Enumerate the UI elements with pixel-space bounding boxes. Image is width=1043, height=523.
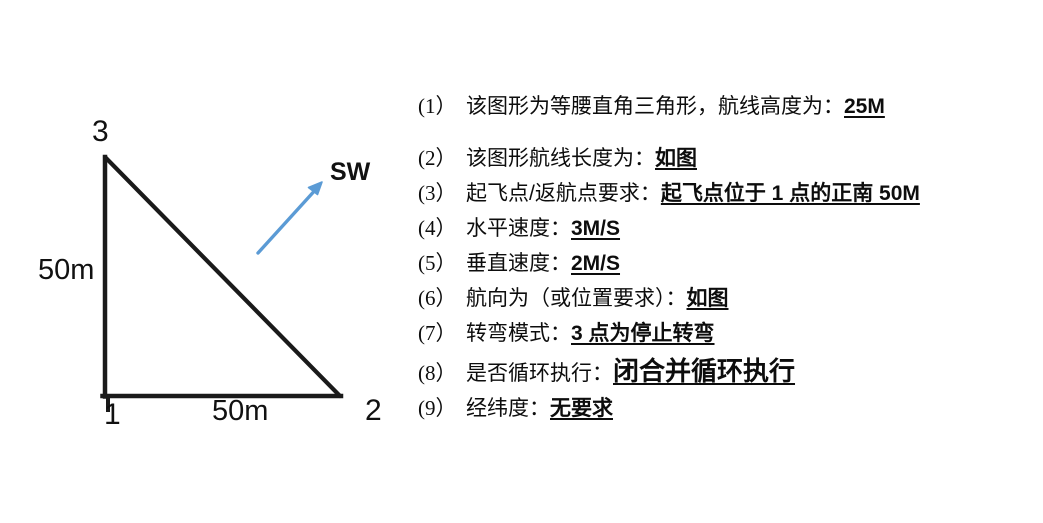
spec-item-label: 水平速度：	[466, 217, 571, 240]
spec-item-body: 经纬度：无要求	[466, 398, 613, 419]
spec-item-value: 25M	[844, 95, 885, 118]
spec-item-2: (2） 该图形航线长度为：如图	[418, 146, 1033, 170]
spec-item-body: 起飞点/返航点要求：起飞点位于 1 点的正南 50M	[466, 183, 920, 204]
spec-item-number: (4）	[418, 216, 457, 240]
spec-item-body: 水平速度：3M/S	[466, 218, 620, 239]
spec-item-number: (9）	[418, 396, 457, 420]
spec-item-number: (7）	[418, 321, 457, 345]
spec-item-value: 闭合并循环执行	[613, 356, 796, 386]
spec-item-label: 航向为（或位置要求）：	[466, 287, 687, 310]
spec-item-number: (6）	[418, 286, 457, 310]
specification-list: (1）该图形为等腰直角三角形，航线高度为：25M(2）该图形航线长度为：如图(3…	[418, 96, 1033, 433]
spec-item-label: 该图形为等腰直角三角形，航线高度为：	[466, 95, 844, 118]
spec-item-label: 经纬度：	[466, 397, 550, 420]
vertex-label-3: 3	[92, 115, 109, 148]
spec-item-body: 是否循环执行：闭合并循环执行	[466, 358, 795, 384]
spec-item-9: (9） 经纬度：无要求	[418, 396, 1033, 420]
direction-label: SW	[330, 158, 371, 186]
spec-item-number: (5）	[418, 251, 457, 275]
spec-item-value: 3M/S	[571, 217, 621, 240]
spec-item-label: 垂直速度：	[466, 252, 571, 275]
spec-item-label: 该图形航线长度为：	[466, 147, 655, 170]
spec-item-value: 如图	[655, 147, 697, 170]
vertex-label-1: 1	[104, 398, 121, 431]
edge-length-vertical: 50m	[38, 254, 95, 286]
spec-item-4: (4） 水平速度：3M/S	[418, 216, 1033, 240]
route-diagram: 3 1 2 50m 50m SW	[0, 90, 410, 450]
spec-item-body: 该图形为等腰直角三角形，航线高度为：25M	[466, 96, 885, 117]
spec-item-6: (6） 航向为（或位置要求）：如图	[418, 286, 1033, 310]
spec-item-value: 如图	[686, 287, 729, 310]
spec-item-number: (8）	[418, 361, 457, 385]
spec-item-number: (3）	[418, 181, 457, 205]
spec-item-value: 3 点为停止转弯	[571, 322, 715, 345]
spec-item-label: 起飞点/返航点要求：	[466, 182, 661, 205]
spec-item-number: (2）	[418, 146, 457, 170]
spec-item-1: (1） 该图形为等腰直角三角形，航线高度为：25M	[418, 94, 1033, 118]
direction-arrow-icon	[256, 181, 323, 255]
vertex-label-2: 2	[365, 394, 382, 427]
spec-item-body: 该图形航线长度为：如图	[466, 148, 697, 169]
triangle-edge-hypotenuse	[102, 154, 343, 399]
spec-item-7: (7） 转弯模式：3 点为停止转弯	[418, 321, 1033, 345]
spec-item-body: 转弯模式：3 点为停止转弯	[466, 323, 715, 344]
spec-item-value: 无要求	[550, 397, 613, 420]
spec-item-number: (1）	[418, 94, 457, 118]
spec-item-value: 起飞点位于 1 点的正南 50M	[660, 182, 920, 205]
edge-length-horizontal: 50m	[212, 395, 269, 427]
spec-item-body: 垂直速度：2M/S	[466, 253, 620, 274]
spec-item-8: (8） 是否循环执行：闭合并循环执行	[418, 358, 1033, 384]
spec-item-5: (5） 垂直速度：2M/S	[418, 251, 1033, 275]
triangle-shape	[100, 154, 344, 412]
spec-item-value: 2M/S	[571, 252, 621, 275]
spec-item-body: 航向为（或位置要求）：如图	[466, 288, 729, 309]
spec-item-label: 是否循环执行：	[466, 362, 613, 385]
spec-item-label: 转弯模式：	[466, 322, 571, 345]
spec-item-3: (3） 起飞点/返航点要求：起飞点位于 1 点的正南 50M	[418, 181, 1033, 205]
